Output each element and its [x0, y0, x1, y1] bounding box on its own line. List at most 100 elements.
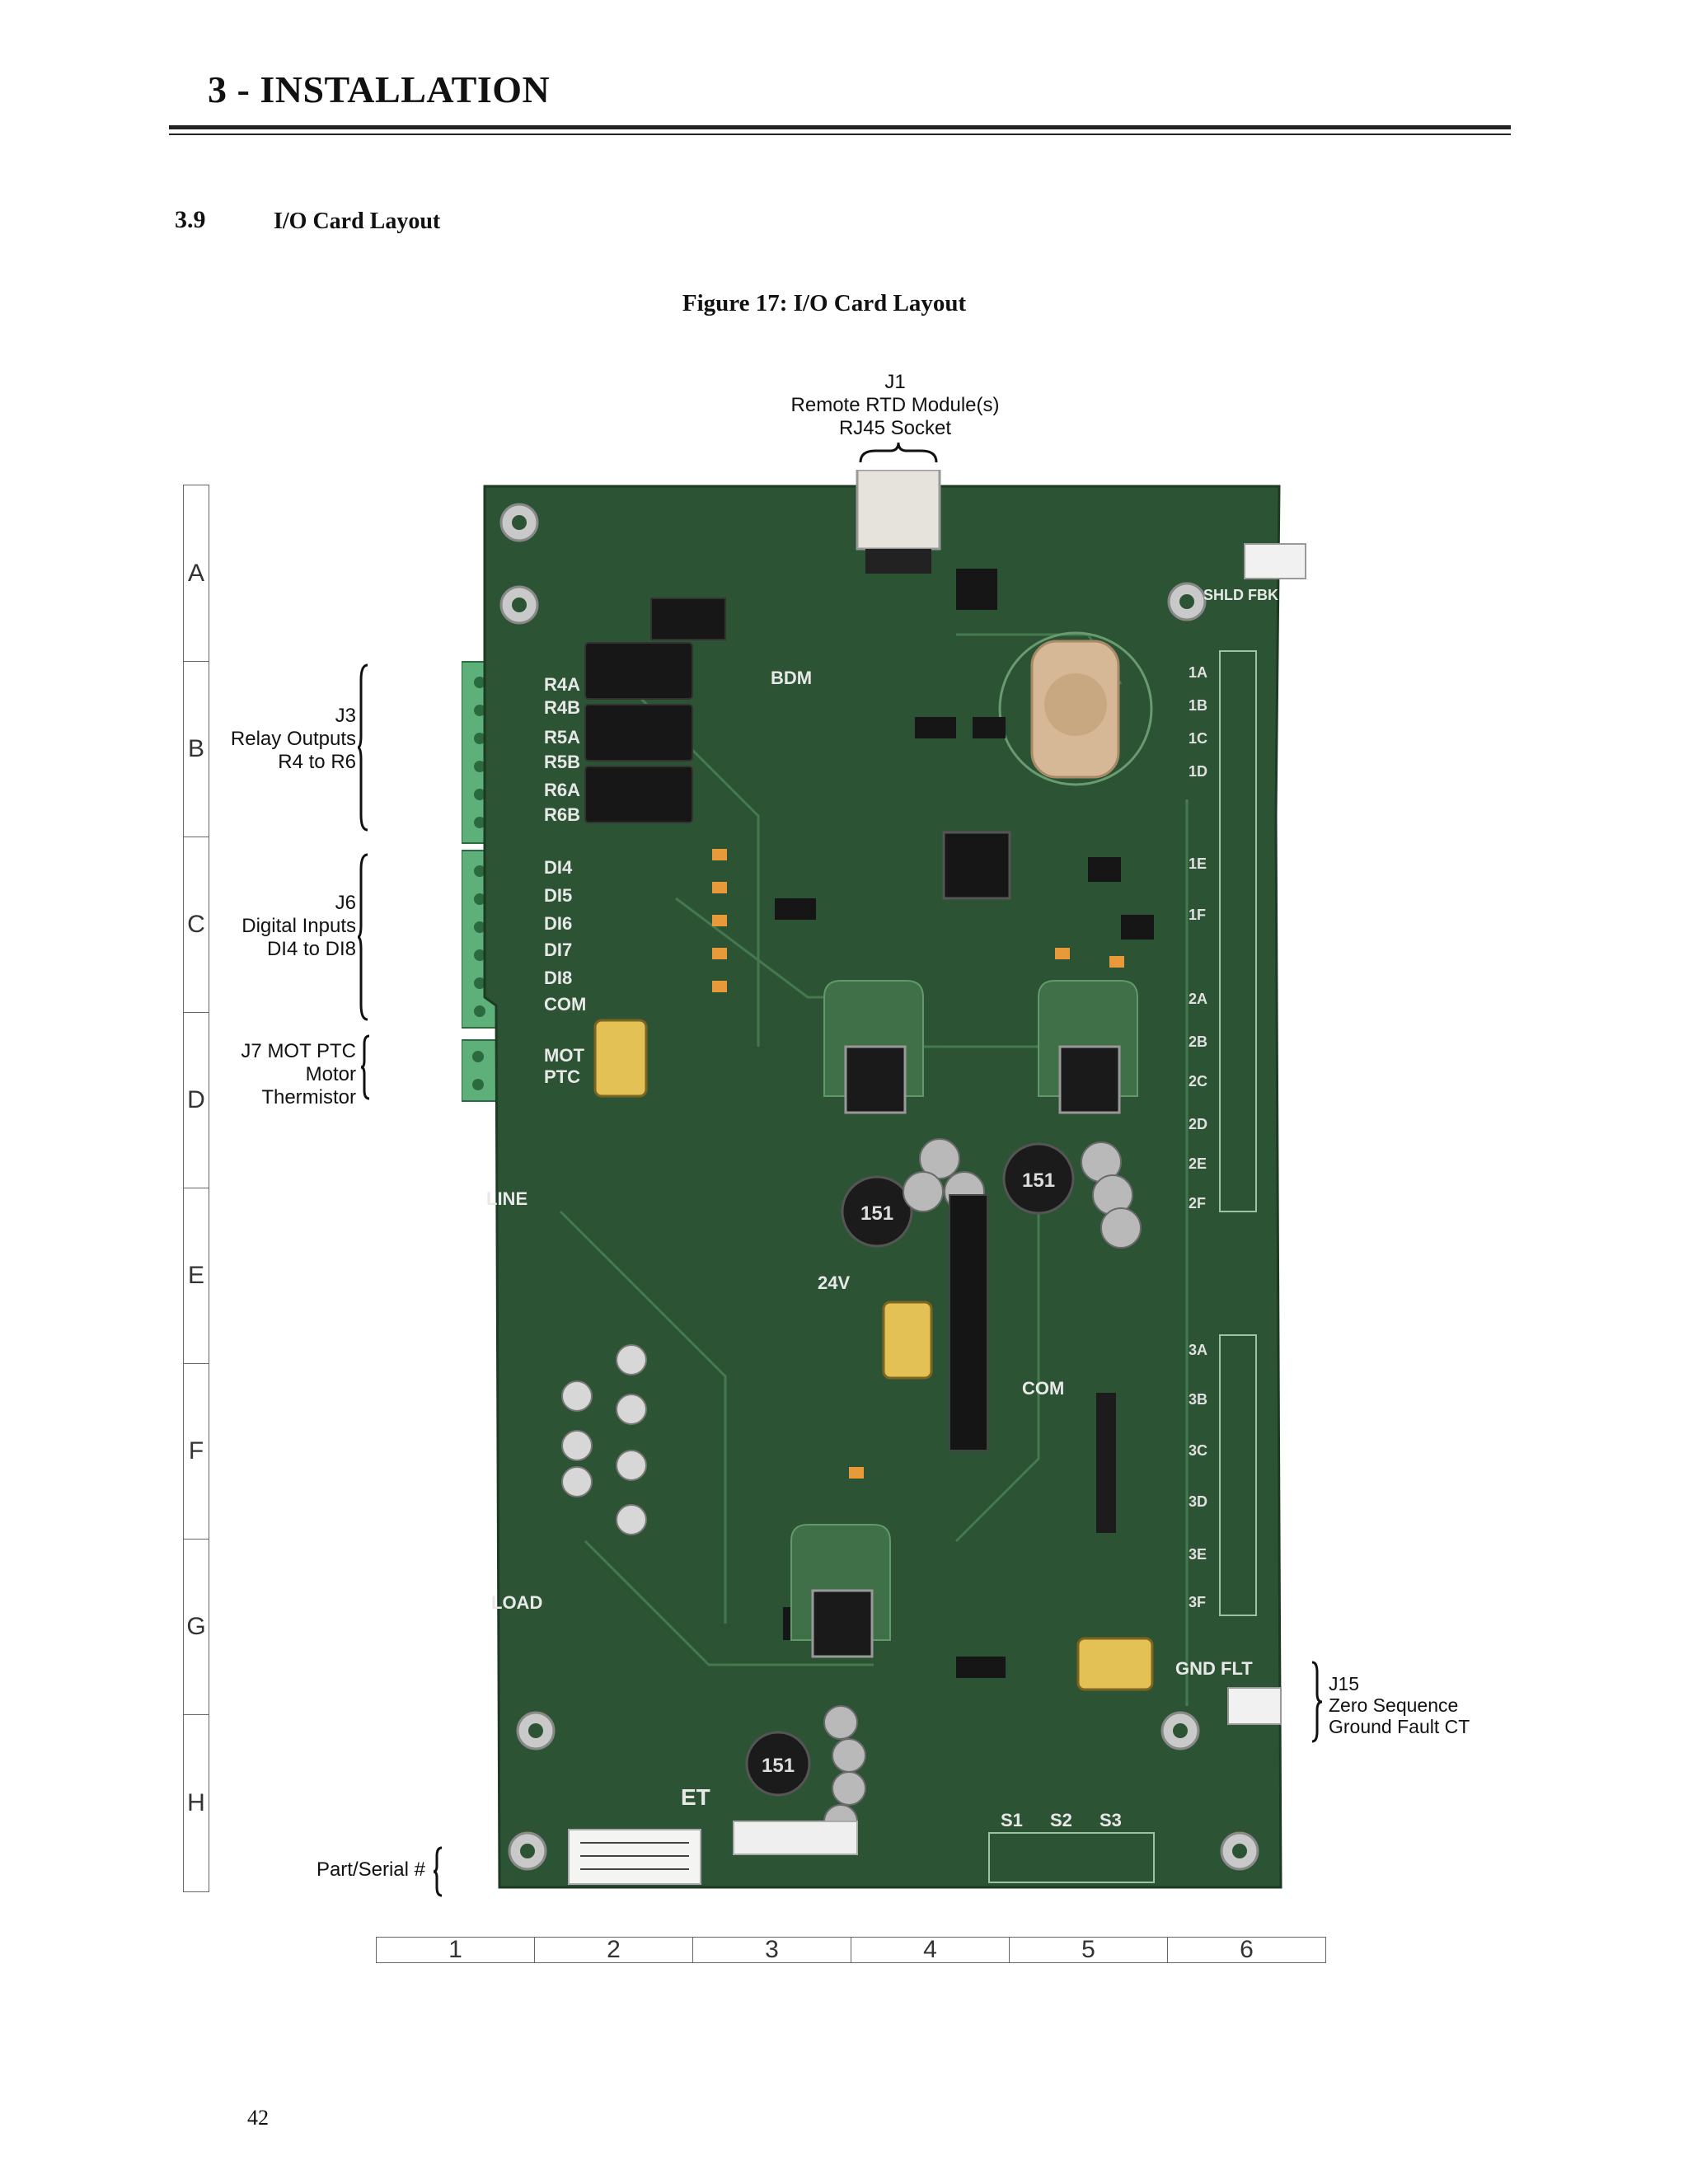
rtd-3e: 3E	[1189, 1546, 1207, 1563]
rtd-1d: 1D	[1189, 763, 1207, 780]
row-label-a: A	[184, 485, 209, 662]
io-card-photo: R4A R4B R5A R5B R6A R6B DI4 DI5 DI6 DI7 …	[462, 470, 1306, 1889]
j15-connector	[1227, 1687, 1282, 1725]
label-shld-fbk: SHLD FBK	[1203, 587, 1278, 603]
label-bdm: BDM	[771, 668, 812, 688]
rtd-2a: 2A	[1189, 991, 1207, 1007]
header-rule-thick	[169, 125, 1511, 129]
transformer-bottom	[1076, 1637, 1154, 1691]
callout-j3: J3 Relay Outputs R4 to R6	[148, 705, 356, 774]
rtd-2f: 2F	[1189, 1195, 1206, 1212]
pin-label-di7: DI7	[544, 940, 572, 960]
pin-label-r4a: R4A	[544, 674, 580, 695]
rtd-3c: 3C	[1189, 1442, 1207, 1459]
column-label-1: 1	[377, 1938, 535, 1962]
pin-header	[949, 1194, 988, 1451]
column-label-4: 4	[851, 1938, 1010, 1962]
callout-j1-line3: RJ45 Socket	[838, 417, 952, 439]
label-com: COM	[1022, 1378, 1064, 1399]
row-label-d: D	[184, 1012, 209, 1188]
callout-j7-line3: Thermistor	[261, 1086, 356, 1108]
rtd-2c: 2C	[1189, 1073, 1207, 1090]
rj45-socket	[856, 470, 941, 551]
callout-j6-line1: J6	[335, 892, 356, 914]
callout-j15-line2: Zero Sequence	[1329, 1694, 1459, 1716]
callout-j3-line2: Relay Outputs	[230, 728, 356, 750]
row-ruler: A B C D E F G H	[183, 485, 209, 1892]
rtd-2b: 2B	[1189, 1033, 1207, 1050]
j7-brace	[360, 1034, 370, 1100]
inductor-label-3: 151	[762, 1755, 795, 1777]
column-label-2: 2	[535, 1938, 693, 1962]
pin-label-r5b: R5B	[544, 752, 580, 772]
serial-brace	[433, 1846, 443, 1897]
pin-label-com: COM	[544, 994, 586, 1015]
rtd-3b: 3B	[1189, 1391, 1207, 1408]
inductor-label-1: 151	[860, 1202, 893, 1225]
column-label-3: 3	[693, 1938, 851, 1962]
pin-label-di5: DI5	[544, 885, 572, 906]
label-et: ET	[681, 1784, 710, 1810]
pin-label-di8: DI8	[544, 968, 572, 988]
rtd-1b: 1B	[1189, 697, 1207, 714]
callout-j3-line3: R4 to R6	[278, 751, 356, 773]
row-label-f: F	[184, 1363, 209, 1540]
inductor-label-2: 151	[1022, 1169, 1055, 1192]
j3-brace	[357, 663, 368, 832]
pin-label-r4b: R4B	[544, 697, 580, 718]
callout-j7: J7 MOT PTC Motor Thermistor	[148, 1040, 356, 1109]
callout-j15-line1: J15	[1329, 1673, 1360, 1694]
header-rule-thin	[169, 134, 1511, 135]
callout-serial: Part/Serial #	[316, 1858, 425, 1881]
column-label-5: 5	[1010, 1938, 1168, 1962]
pin-label-di6: DI6	[544, 913, 572, 934]
section-title: I/O Card Layout	[274, 209, 441, 234]
rtd-3f: 3F	[1189, 1594, 1206, 1610]
j1-brace	[859, 442, 938, 463]
pin-label-r5a: R5A	[544, 727, 580, 748]
column-ruler: 1 2 3 4 5 6	[376, 1937, 1326, 1963]
callout-j3-line1: J3	[335, 705, 356, 727]
j15-brace	[1311, 1661, 1323, 1743]
row-label-e: E	[184, 1188, 209, 1364]
callout-j1-line2: Remote RTD Module(s)	[790, 394, 1000, 416]
rtd-3a: 3A	[1189, 1342, 1207, 1358]
callout-j7-line1: J7 MOT PTC	[241, 1040, 356, 1062]
part-sticker	[733, 1821, 858, 1855]
label-s2: S2	[1050, 1810, 1072, 1830]
label-line: LINE	[486, 1188, 528, 1209]
transformer-center	[882, 1301, 933, 1380]
transformer-left	[593, 1019, 648, 1098]
rtd-1e: 1E	[1189, 855, 1207, 872]
callout-j1-line1: J1	[884, 371, 906, 393]
row-label-g: G	[184, 1539, 209, 1715]
shield-feedback-connector	[1244, 543, 1306, 579]
label-s3: S3	[1100, 1810, 1122, 1830]
callout-j6: J6 Digital Inputs DI4 to DI8	[148, 892, 356, 961]
figure-caption: Figure 17: I/O Card Layout	[682, 290, 967, 316]
battery-outline	[998, 631, 1153, 786]
pin-label-r6b: R6B	[544, 804, 580, 825]
callout-j6-line3: DI4 to DI8	[266, 938, 356, 960]
pin-label-r6a: R6A	[544, 780, 580, 800]
callout-j7-line2: Motor	[305, 1063, 356, 1085]
label-gnd-flt: GND FLT	[1175, 1658, 1253, 1679]
label-24v: 24V	[818, 1272, 850, 1293]
pin-label-ptc: PTC	[544, 1066, 580, 1087]
pin-label-di4: DI4	[544, 857, 573, 878]
label-s1: S1	[1001, 1810, 1023, 1830]
pin-label-mot: MOT	[544, 1045, 584, 1066]
row-label-b: B	[184, 661, 209, 837]
column-label-6: 6	[1240, 1936, 1254, 1963]
rtd-1c: 1C	[1189, 730, 1207, 747]
callout-j15: J15 Zero Sequence Ground Fault CT	[1329, 1673, 1470, 1737]
rtd-3d: 3D	[1189, 1493, 1207, 1510]
rtd-2e: 2E	[1189, 1155, 1207, 1172]
label-load: LOAD	[491, 1592, 542, 1613]
rtd-1a: 1A	[1189, 664, 1207, 681]
row-label-c: C	[184, 837, 209, 1013]
page-number: 42	[247, 2106, 269, 2130]
microcontroller-chip	[942, 831, 1011, 900]
section-number: 3.9	[175, 206, 206, 233]
chapter-title: 3 - INSTALLATION	[208, 68, 551, 110]
